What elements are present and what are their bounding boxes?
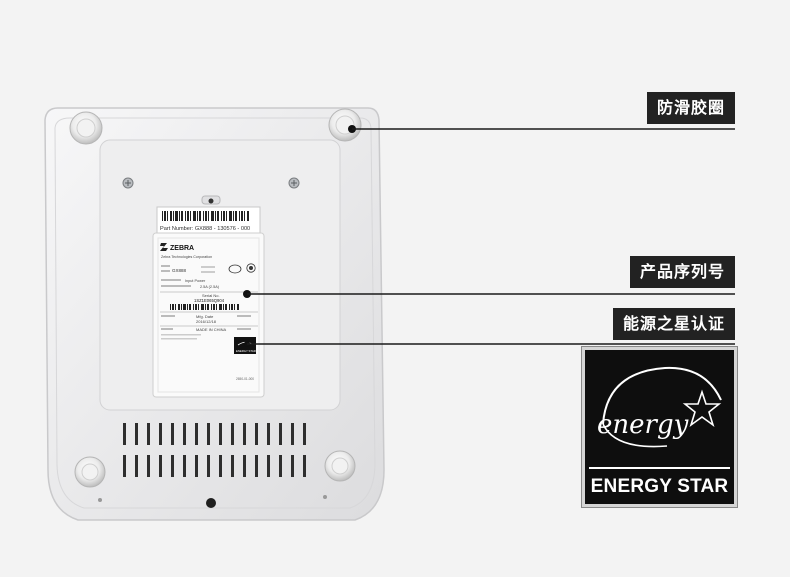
part-number-text: Part Number: GX888 - 130576 - 000 — [160, 226, 250, 232]
part-number-sticker: Part Number: GX888 - 130576 - 000 — [156, 206, 261, 234]
label-made-in: MADE IN CHINA — [196, 327, 227, 332]
label-serial-value: 1SZ1E065Q904 — [194, 298, 225, 303]
label-input-value: 2.5A (2.5A) — [200, 285, 220, 289]
screw-icon — [288, 177, 300, 189]
device-label: ZEBRA Zebra Technologies Corporation GX8… — [152, 232, 265, 398]
callout-line-serial — [243, 290, 735, 298]
energy-divider — [589, 467, 730, 469]
energy-star-logo: energy ENERGY STAR — [582, 347, 737, 507]
zebra-logo-icon — [160, 243, 168, 251]
callout-label-feet: 防滑胶圈 — [646, 92, 735, 124]
label-corner-code: 2650-01-000 — [236, 377, 254, 381]
label-small-logo-text: ENERGY STAR — [236, 349, 256, 353]
callout-line-energy — [244, 341, 735, 347]
label-input-power: Input Power — [185, 279, 206, 283]
label-brand: ZEBRA — [170, 245, 194, 252]
rubber-foot — [74, 456, 106, 488]
label-company: Zebra Technologies Corporation — [161, 255, 212, 259]
rubber-foot — [69, 111, 103, 145]
vent-slots — [123, 423, 306, 477]
callout-label-serial: 产品序列号 — [629, 256, 735, 288]
label-serial-header: Serial No. — [202, 293, 220, 298]
callout-line-feet — [348, 125, 735, 133]
label-date-header: Mfg. Date — [196, 314, 214, 319]
barcode — [162, 211, 249, 221]
rubber-foot — [324, 450, 356, 482]
energy-star-text: ENERGY STAR — [590, 476, 729, 497]
certification-mark-icon — [228, 263, 256, 274]
energy-script-text: energy — [597, 410, 689, 440]
label-model: GX888 — [172, 268, 187, 273]
callout-label-energy: 能源之星认证 — [612, 308, 735, 340]
energy-star-arc-icon — [602, 366, 722, 448]
rubber-foot — [328, 108, 362, 142]
screw-icon — [122, 177, 134, 189]
label-date-value: 2016/12/18 — [196, 319, 217, 324]
barcode — [170, 304, 239, 310]
